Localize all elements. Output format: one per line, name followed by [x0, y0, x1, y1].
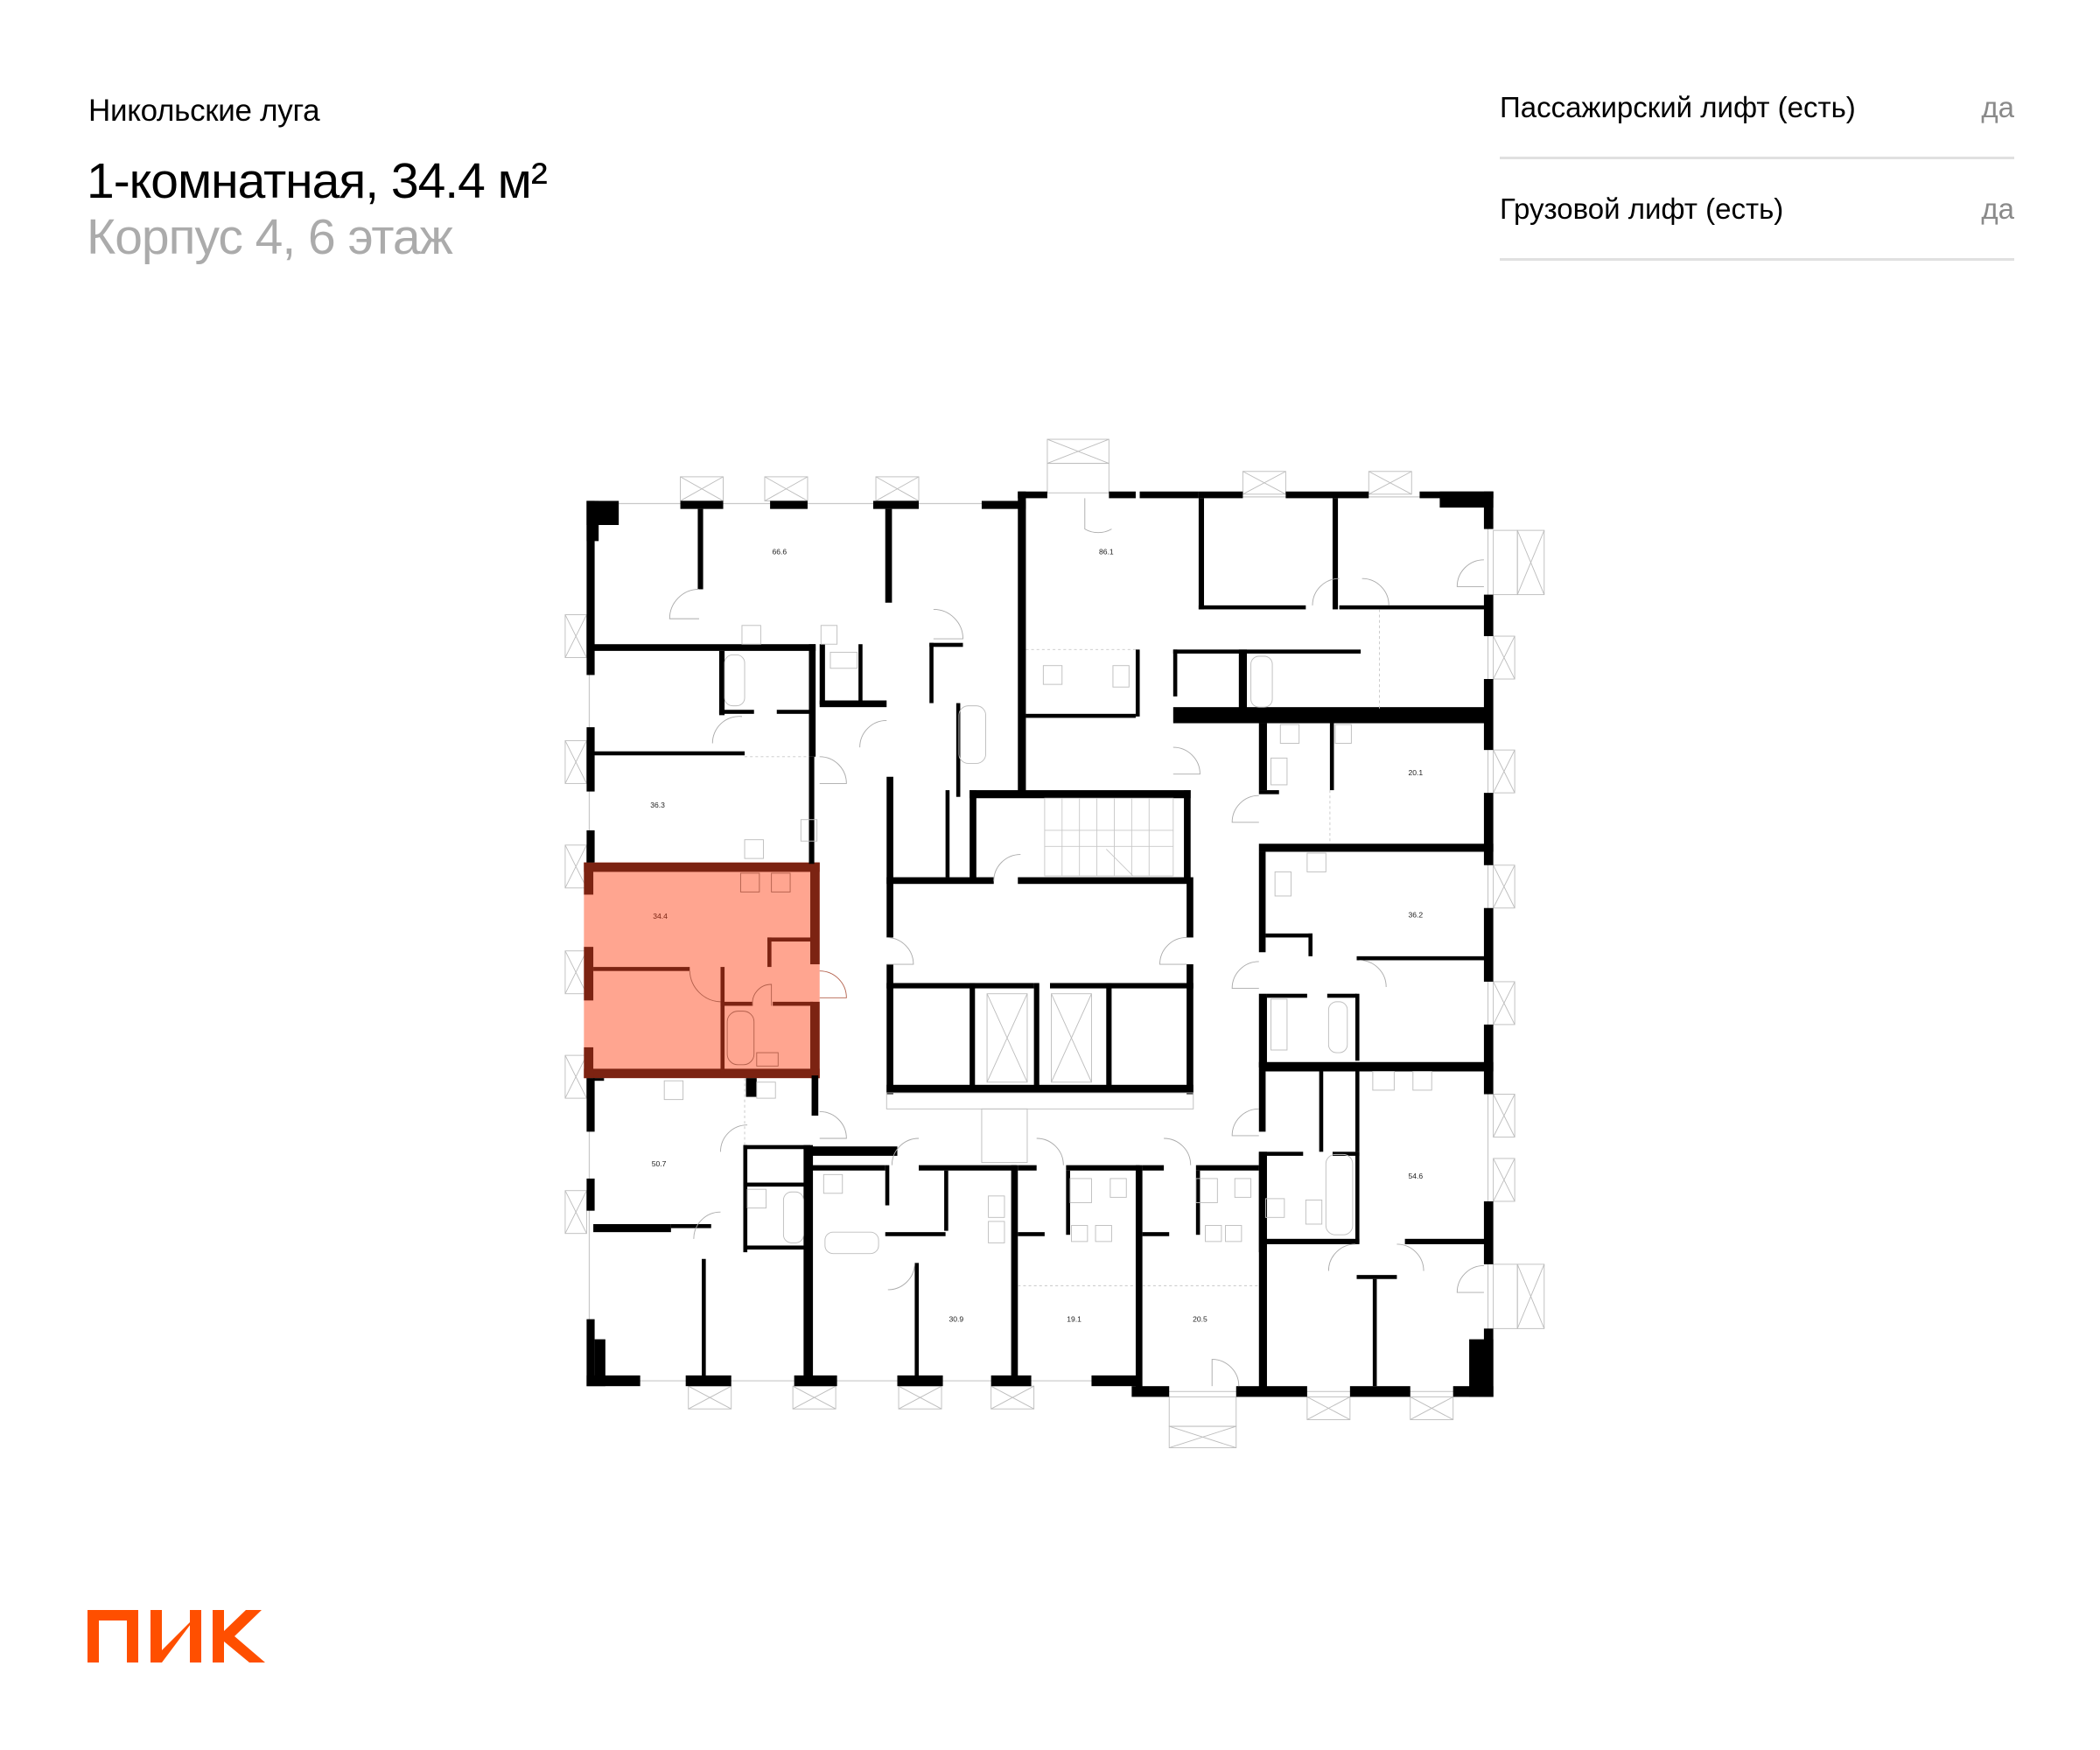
room-labels: 66.6 86.1 36.3 34.4 20.1 36.2 50.7 54.6 … — [650, 548, 1423, 1324]
spec-value: да — [1981, 90, 2014, 123]
spec-label: Грузовой лифт (есть) — [1500, 192, 1784, 225]
area-label: 86.1 — [1099, 548, 1114, 556]
area-label: 54.6 — [1409, 1172, 1424, 1180]
area-label: 20.1 — [1409, 768, 1424, 777]
area-label: 36.2 — [1409, 910, 1424, 919]
spec-label: Пассажирский лифт (есть) — [1500, 90, 1856, 123]
highlighted-apartment[interactable] — [584, 862, 847, 1079]
fixtures — [663, 625, 1432, 1255]
door-swings — [668, 498, 1484, 1387]
area-label: 19.1 — [1067, 1315, 1082, 1324]
area-label: 30.9 — [949, 1315, 964, 1324]
staircase — [1044, 797, 1174, 877]
apartment-location: Корпус 4, 6 этаж — [87, 209, 453, 265]
spec-freight-lift: Грузовой лифт (есть) да — [1500, 159, 2014, 261]
spec-value: да — [1981, 192, 2014, 225]
apartment-title: 1-комнатная, 34.4 м² — [87, 153, 548, 209]
area-label-highlighted: 34.4 — [653, 912, 668, 920]
project-name: Никольские луга — [88, 94, 320, 128]
walls — [586, 491, 1494, 1397]
specs-list: Пассажирский лифт (есть) да Грузовой лиф… — [1500, 58, 2014, 261]
area-label: 50.7 — [652, 1159, 667, 1168]
area-label: 36.3 — [650, 801, 665, 809]
zone-lines — [744, 609, 1380, 1286]
area-label: 20.5 — [1193, 1315, 1208, 1324]
pik-logo[interactable] — [88, 1610, 265, 1662]
area-label: 66.6 — [772, 548, 787, 556]
spec-passenger-lift: Пассажирский лифт (есть) да — [1500, 58, 2014, 159]
